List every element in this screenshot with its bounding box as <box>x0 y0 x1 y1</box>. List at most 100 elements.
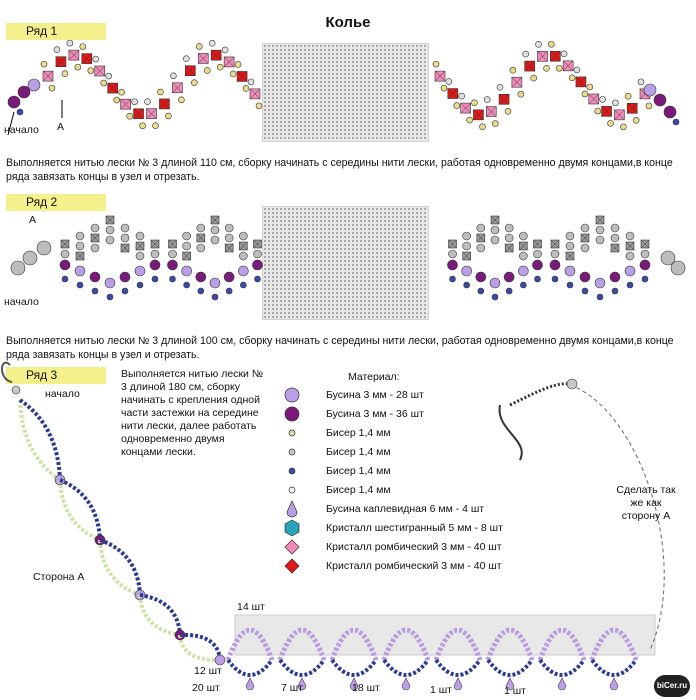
seed-bead-icon <box>471 99 478 107</box>
gray-bead-icon <box>504 233 514 243</box>
rhombic-crystal-icon <box>249 88 261 100</box>
seed-bead-icon <box>136 281 144 289</box>
legend-item: Бисер 1,4 мм <box>280 462 560 480</box>
bead-icon <box>624 265 636 277</box>
seed-bead-icon <box>151 275 159 283</box>
seed-bead-icon <box>165 112 172 120</box>
seed-bead-icon <box>183 281 190 289</box>
seed-bead-icon <box>121 287 129 295</box>
clasp-bead-icon <box>566 378 578 390</box>
seed-bead-icon <box>449 275 456 283</box>
seed-bead-icon <box>522 50 529 58</box>
rhombic-crystal-icon <box>537 51 548 62</box>
rhombic-crystal-icon <box>575 76 587 88</box>
gray-bead-icon <box>60 249 70 259</box>
count-label: 12 шт <box>194 665 222 677</box>
bead-icon <box>149 259 161 271</box>
rhombic-crystal-icon <box>473 109 484 121</box>
seed-bead-icon <box>87 67 95 74</box>
row-3-scheme <box>1 361 665 691</box>
legend-label: Кристалл ромбический 3 мм - 40 шт <box>326 560 502 572</box>
bead-icon <box>532 259 543 271</box>
bead-icon <box>74 265 86 277</box>
gray-bead-icon <box>565 241 575 251</box>
rhombic-crystal-red-icon <box>284 558 300 574</box>
rhombic-crystal-icon <box>133 108 144 120</box>
loop-strand <box>537 627 587 661</box>
gray-bead-icon <box>135 231 145 241</box>
seed-bead-icon <box>458 92 465 100</box>
seed-bead-icon <box>221 46 229 54</box>
row-2-label: Ряд 2 <box>6 194 106 211</box>
crystal-icon <box>210 215 220 225</box>
legend-item: Бусина 3 мм - 28 шт <box>280 386 560 404</box>
seed-bead-icon <box>596 293 604 301</box>
seed-bead-icon <box>560 50 568 58</box>
gray-bead-icon <box>625 251 635 261</box>
gray-bead-icon <box>120 233 130 243</box>
loop-strand <box>277 627 327 661</box>
seed-bead-icon <box>131 98 138 106</box>
seed-bead-icon <box>641 275 649 283</box>
loop-strand <box>278 658 326 677</box>
clasp-icon <box>498 404 523 461</box>
seed-bead-icon <box>530 74 537 82</box>
gray-bead-icon <box>239 251 248 261</box>
gray-bead-icon <box>533 249 542 259</box>
bead-icon <box>475 271 487 283</box>
row-1-label: Ряд 1 <box>6 23 106 40</box>
seed-bead-strand <box>18 398 62 481</box>
crystal-icon <box>60 239 70 249</box>
rhombic-crystal-icon <box>524 60 535 72</box>
bead-icon <box>672 118 680 126</box>
legend-item: Кристалл ромбический 3 мм - 40 шт <box>280 538 560 556</box>
seed-bead-icon <box>637 78 645 86</box>
crystal-icon <box>182 251 191 261</box>
gray-bead-icon <box>168 249 177 259</box>
seed-bead-icon <box>566 281 574 289</box>
seed-bead-icon <box>234 61 242 68</box>
seed-bead-strand <box>98 539 141 597</box>
rhombic-crystal-icon <box>614 109 625 121</box>
gray-bead-icon <box>660 250 676 266</box>
seed-bead-icon <box>229 70 237 78</box>
gray-bead-icon <box>565 231 575 241</box>
rhombic-crystal-icon <box>120 98 131 110</box>
legend-item: Кристалл шестигранный 5 мм - 8 шт <box>280 519 560 537</box>
seed-bead-strand <box>178 634 221 663</box>
gray-bead-icon <box>135 251 145 261</box>
gray-bead-icon <box>580 243 590 253</box>
seed-bead-icon <box>548 40 555 48</box>
seed-bead-icon <box>491 120 499 127</box>
gray-bead-icon <box>462 241 471 251</box>
seed-bead-blue-icon <box>288 467 296 475</box>
gray-bead-icon <box>253 249 262 259</box>
bead-icon <box>663 105 677 119</box>
seed-bead-white-icon <box>288 486 296 494</box>
rhombic-crystal-icon <box>172 82 183 94</box>
row-1-description: Выполняется нитью лески № 3 длиной 110 с… <box>6 157 673 183</box>
gray-bead-icon <box>224 223 234 233</box>
seed-bead-icon <box>169 275 176 283</box>
loop-strand <box>433 627 483 661</box>
seed-bead-gray-icon <box>288 448 296 456</box>
seed-bead-icon <box>477 287 485 295</box>
bead-icon <box>579 271 591 283</box>
seed-bead-icon <box>607 120 614 127</box>
legend-item: Бисер 1,4 мм <box>280 443 560 461</box>
crystal-icon <box>565 251 575 261</box>
crystal-icon <box>105 215 115 225</box>
loop-strand <box>434 658 482 677</box>
crystal-icon <box>135 241 145 251</box>
seed-bead-strand <box>179 632 222 661</box>
bead-icon <box>503 271 515 283</box>
row-2-point-label: A <box>29 214 37 226</box>
seed-bead-icon <box>208 40 216 47</box>
row-2-start-label: начало <box>4 296 39 308</box>
rhombic-crystal-icon <box>55 56 67 68</box>
crystal-icon <box>224 243 234 253</box>
legend-label: Кристалл ромбический 3 мм - 40 шт <box>326 541 502 553</box>
crystal-icon <box>90 233 100 243</box>
loop-strand <box>382 658 430 677</box>
rhombic-crystal-icon <box>159 98 170 110</box>
